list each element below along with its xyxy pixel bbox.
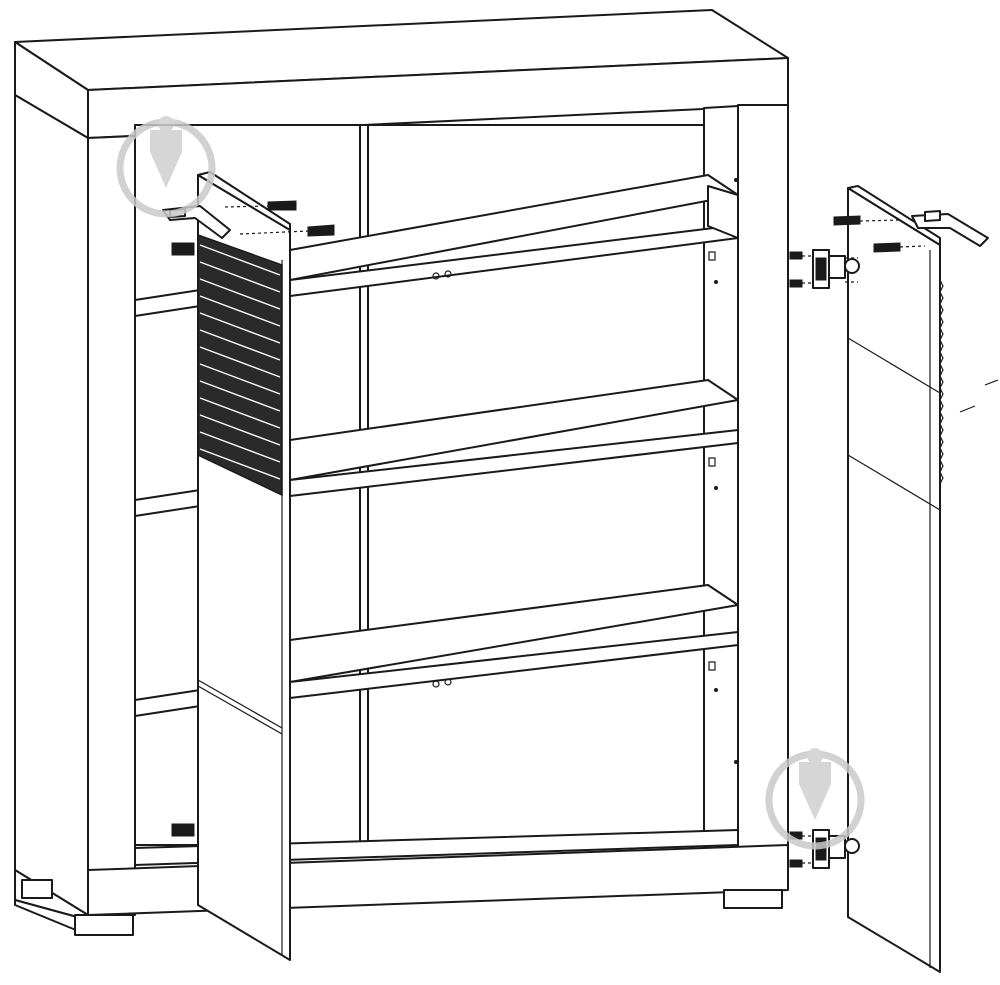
watermark-icon xyxy=(765,748,865,850)
handle-icon xyxy=(911,210,989,247)
left-door xyxy=(162,171,335,961)
cabinet-body xyxy=(14,9,789,936)
edge-tick xyxy=(984,379,999,386)
watermark-icon xyxy=(116,116,216,218)
edge-tick xyxy=(959,405,976,413)
right-door xyxy=(789,185,989,973)
door-texture xyxy=(197,233,283,497)
left-side-panel xyxy=(14,94,136,916)
screw-icon xyxy=(833,215,926,253)
top-panel xyxy=(14,9,789,139)
screw-icon xyxy=(224,200,335,237)
plinth xyxy=(14,869,783,936)
door-hinge xyxy=(171,242,195,837)
shelf-pins xyxy=(432,178,738,764)
hinge-icon xyxy=(789,249,860,289)
